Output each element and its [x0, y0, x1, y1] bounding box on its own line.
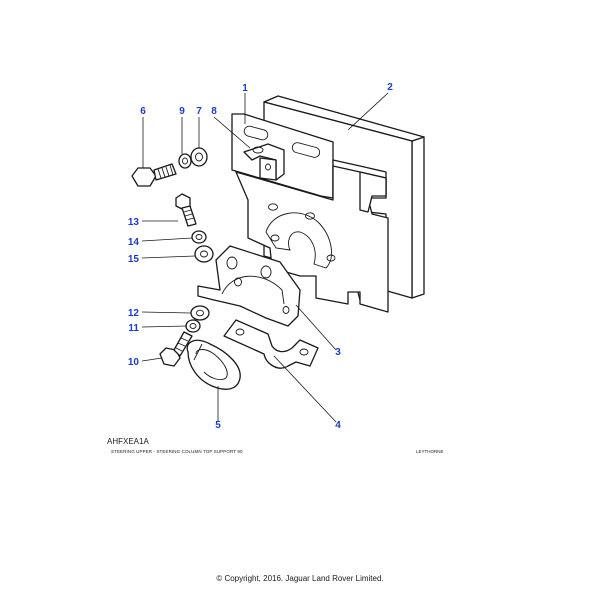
callout-15: 15 [128, 254, 140, 265]
callout-14: 14 [128, 237, 140, 248]
part-11-lock-washer [185, 319, 201, 333]
part-12-washer [190, 305, 210, 321]
diagram-description: STEERING UPPER - STEERING COLUMN TOP SUP… [111, 449, 243, 454]
reference-code: AHFXEA1A [107, 437, 149, 446]
callout-10: 10 [128, 357, 140, 368]
leader-lines [141, 92, 389, 423]
callout-2: 2 [387, 82, 393, 93]
callout-5: 5 [215, 420, 221, 431]
part-6-bolt [131, 163, 177, 187]
part-3-saddle-bracket [197, 245, 301, 327]
callout-12: 12 [128, 308, 140, 319]
part-5-clamp-ring [186, 339, 241, 390]
copyright-notice: © Copyright, 2016. Jaguar Land Rover Lim… [216, 574, 384, 583]
part-1-main-bracket [231, 113, 389, 313]
callout-3: 3 [335, 347, 341, 358]
part-13-bolt [175, 193, 197, 227]
part-10-bolt [159, 331, 193, 367]
part-8-clip [243, 143, 285, 181]
callout-9: 9 [179, 106, 185, 117]
callout-1: 1 [242, 83, 248, 94]
callout-11: 11 [128, 323, 139, 334]
part-7-washer [190, 147, 208, 167]
callouts: 1 2 3 4 5 6 9 7 8 13 14 15 12 11 10 [128, 82, 393, 431]
part-9-washer [178, 153, 192, 169]
callout-8: 8 [211, 106, 217, 117]
part-14-lock-washer [191, 230, 207, 244]
part-15-washer [194, 245, 214, 263]
callout-7: 7 [196, 106, 202, 117]
callout-6: 6 [140, 106, 146, 117]
region-label: LEYTHORNE [416, 449, 444, 454]
callout-13: 13 [128, 217, 140, 228]
callout-4: 4 [335, 420, 341, 431]
part-4-strap-clamp [223, 319, 319, 369]
